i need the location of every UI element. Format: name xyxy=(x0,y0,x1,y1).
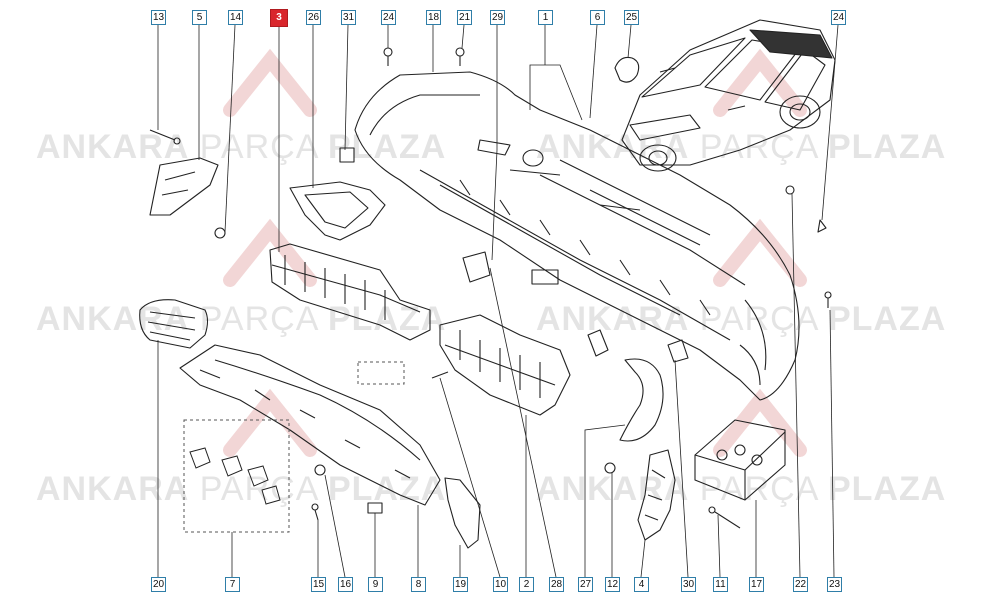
side-trim xyxy=(444,477,481,549)
pad-9 xyxy=(367,502,383,514)
callout-30[interactable]: 30 xyxy=(681,577,696,592)
callout-18[interactable]: 18 xyxy=(426,10,441,25)
watermark-row-3: ANKARA PARÇA PLAZA xyxy=(36,300,447,338)
callout-28[interactable]: 28 xyxy=(549,577,564,592)
car-illustration xyxy=(621,19,836,172)
watermark-row-2: ANKARA PARÇA PLAZA xyxy=(536,128,947,166)
bracket-31 xyxy=(339,147,355,163)
rear-grille xyxy=(139,299,209,349)
callout-1[interactable]: 1 xyxy=(538,10,553,25)
callout-5[interactable]: 5 xyxy=(192,10,207,25)
rear-bumper xyxy=(354,71,800,401)
clip-group xyxy=(189,447,281,505)
callout-31[interactable]: 31 xyxy=(341,10,356,25)
fasteners xyxy=(149,47,832,529)
wheel-arch-liner xyxy=(619,358,664,442)
watermark-row-1: ANKARA PARÇA PLAZA xyxy=(36,128,447,166)
callout-9[interactable]: 9 xyxy=(368,577,383,592)
callout-29[interactable]: 29 xyxy=(490,10,505,25)
left-side-bracket xyxy=(149,157,219,216)
reflector-bracket xyxy=(587,329,609,357)
callout-26[interactable]: 26 xyxy=(306,10,321,25)
clips-box xyxy=(694,419,786,501)
part-10-frame xyxy=(357,361,405,385)
callout-24-left[interactable]: 24 xyxy=(381,10,396,25)
callout-25[interactable]: 25 xyxy=(624,10,639,25)
inner-bracket xyxy=(289,181,386,241)
callout-16[interactable]: 16 xyxy=(338,577,353,592)
callout-4[interactable]: 4 xyxy=(634,577,649,592)
right-energy-absorber xyxy=(439,314,571,416)
callout-13[interactable]: 13 xyxy=(151,10,166,25)
callout-27[interactable]: 27 xyxy=(578,577,593,592)
callout-6[interactable]: 6 xyxy=(590,10,605,25)
plug-cap xyxy=(614,56,640,83)
leader-lines xyxy=(157,24,839,578)
callout-19[interactable]: 19 xyxy=(453,577,468,592)
reflector xyxy=(667,339,689,363)
callout-23[interactable]: 23 xyxy=(827,577,842,592)
callout-12[interactable]: 12 xyxy=(605,577,620,592)
callout-21[interactable]: 21 xyxy=(457,10,472,25)
watermark-row-5: ANKARA PARÇA PLAZA xyxy=(36,470,447,508)
callout-22[interactable]: 22 xyxy=(793,577,808,592)
callout-2[interactable]: 2 xyxy=(519,577,534,592)
callout-11[interactable]: 11 xyxy=(713,577,728,592)
bracket-29 xyxy=(462,251,491,283)
callout-15[interactable]: 15 xyxy=(311,577,326,592)
callout-17[interactable]: 17 xyxy=(749,577,764,592)
left-energy-absorber xyxy=(269,243,431,341)
watermark-logo-marks xyxy=(223,48,807,457)
label-28 xyxy=(531,269,559,285)
right-side-bracket xyxy=(637,449,676,541)
callout-14[interactable]: 14 xyxy=(228,10,243,25)
callout-3-selected[interactable]: 3 xyxy=(270,9,288,27)
callout-7[interactable]: 7 xyxy=(225,577,240,592)
callout-8[interactable]: 8 xyxy=(411,577,426,592)
callout-10[interactable]: 10 xyxy=(493,577,508,592)
callout-20[interactable]: 20 xyxy=(151,577,166,592)
lower-diffuser xyxy=(179,344,441,506)
callout-24-right[interactable]: 24 xyxy=(831,10,846,25)
clip-group-frame xyxy=(183,419,290,533)
